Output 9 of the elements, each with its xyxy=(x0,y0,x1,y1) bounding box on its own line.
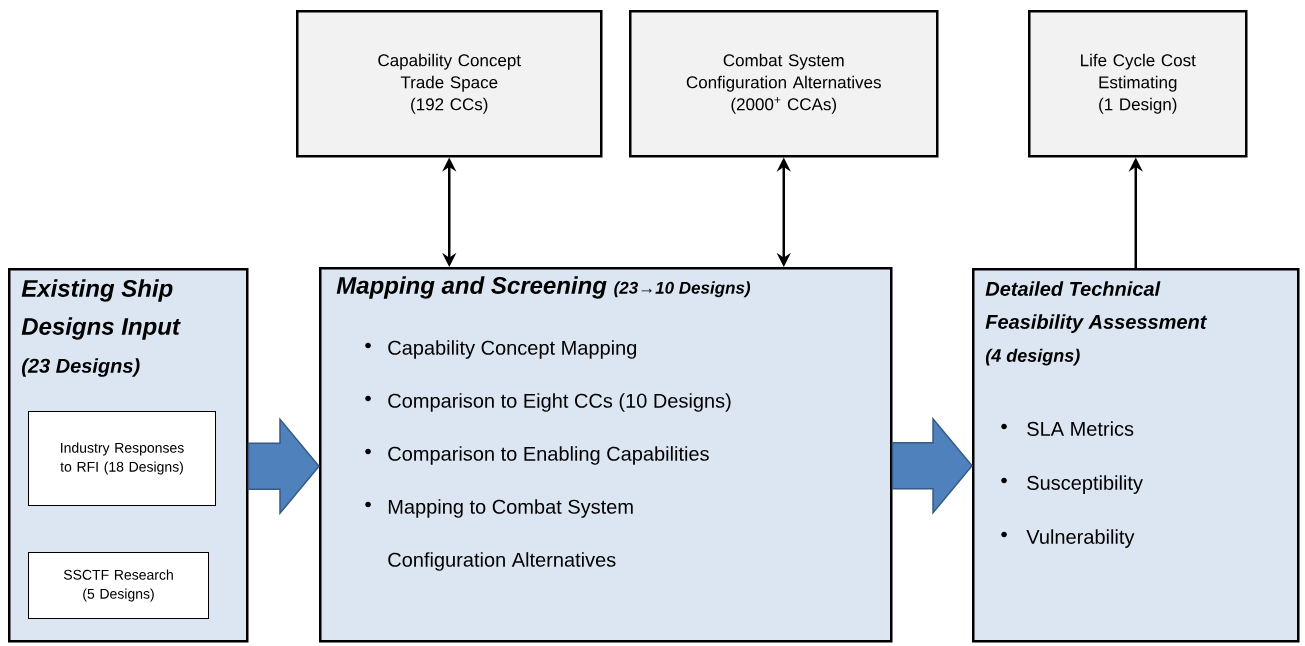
block-arrow xyxy=(891,416,973,515)
process-box: Capability Concept Trade Space (192 CCs) xyxy=(296,10,603,158)
stage-box: Detailed Technical Feasibility Assessment (4 designs) SLA Metrics Susceptibility Vulnerability xyxy=(972,268,1300,643)
block-arrow xyxy=(247,417,320,516)
stage-box: Mapping and Screening (23→10 Designs) Capability Concept Mapping Comparison to Eight CCs (10 Designs) Comparison to Enabling Capabilities Mapping to Combat System Configuration Alternatives xyxy=(319,267,893,643)
process-box: Life Cycle Cost Estimating (1 Design) xyxy=(1028,10,1248,158)
source-box: Industry Responses to RFI (18 Designs) xyxy=(28,411,216,506)
source-box: SSCTF Research (5 Designs) xyxy=(28,552,209,619)
process-box: Combat System Configuration Alternatives (2000$^{+}$ CCAs) xyxy=(629,10,939,158)
